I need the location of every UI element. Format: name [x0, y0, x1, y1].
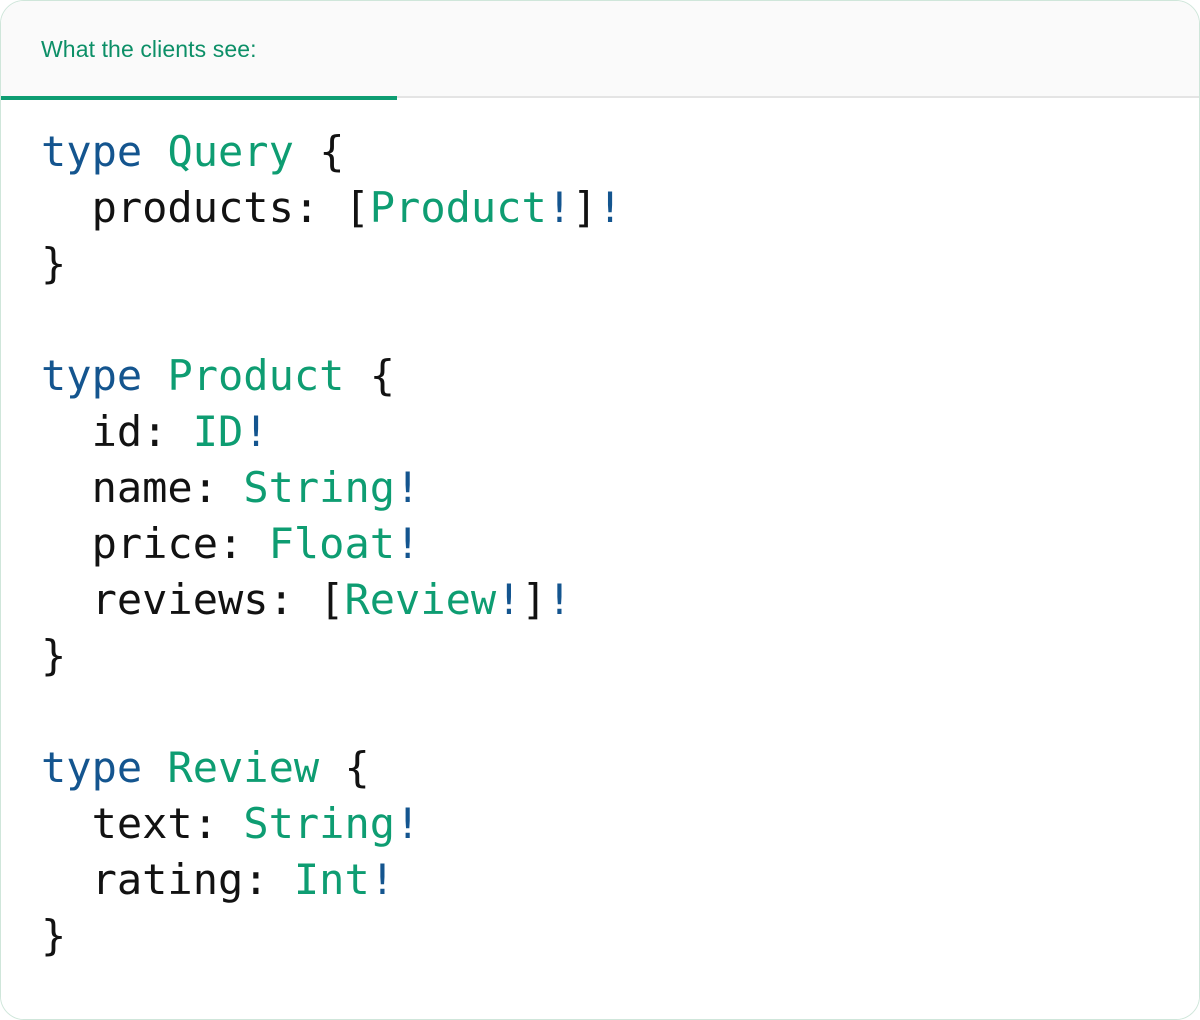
- tab-what-the-clients-see[interactable]: What the clients see:: [1, 1, 397, 98]
- code-token-keyword: type: [41, 743, 143, 792]
- code-line: }: [41, 908, 1159, 964]
- code-line: name: String!: [41, 460, 1159, 516]
- code-token-type: Product: [369, 183, 547, 232]
- code-token-type: Query: [167, 127, 294, 176]
- code-line: products: [Product!]!: [41, 180, 1159, 236]
- code-line: rating: Int!: [41, 852, 1159, 908]
- code-token-plain: [243, 519, 268, 568]
- code-token-field: id:: [41, 407, 168, 456]
- code-token-punct: }: [41, 911, 67, 960]
- code-token-bang: !: [369, 855, 396, 904]
- code-token-plain: [142, 351, 167, 400]
- code-token-plain: [269, 855, 294, 904]
- code-line: type Query {: [41, 124, 1159, 180]
- code-token-bang: !: [597, 183, 623, 232]
- code-line: id: ID!: [41, 404, 1159, 460]
- code-line: [41, 292, 1159, 348]
- card-header: What the clients see:: [1, 1, 1199, 100]
- code-token-bang: !: [395, 519, 421, 568]
- tab-label: What the clients see:: [41, 36, 257, 62]
- code-token-punct: {: [319, 127, 345, 176]
- code-line: reviews: [Review!]!: [41, 572, 1159, 628]
- code-token-plain: [167, 407, 192, 456]
- code-token-type: Product: [167, 351, 345, 400]
- code-token-type: String: [243, 799, 396, 848]
- code-token-bang: !: [546, 575, 573, 624]
- code-token-bang: !: [395, 463, 421, 512]
- code-token-field: name:: [41, 463, 219, 512]
- code-token-punct: {: [369, 351, 396, 400]
- code-token-type: Float: [268, 519, 396, 568]
- code-body: type Query { products: [Product!]!} type…: [1, 98, 1199, 1019]
- code-token-type: ID: [192, 407, 244, 456]
- code-line: price: Float!: [41, 516, 1159, 572]
- code-token-keyword: type: [41, 127, 143, 176]
- code-token-punct: [: [319, 575, 345, 624]
- code-token-punct: }: [41, 631, 67, 680]
- code-line: }: [41, 628, 1159, 684]
- code-token-plain: [142, 127, 167, 176]
- code-token-plain: [294, 575, 319, 624]
- code-token-type: Int: [293, 855, 370, 904]
- code-token-bang: !: [546, 183, 573, 232]
- code-token-plain: [319, 183, 344, 232]
- code-token-punct: ]: [572, 183, 598, 232]
- code-token-punct: {: [344, 743, 370, 792]
- code-token-field: products:: [41, 183, 320, 232]
- code-line: }: [41, 236, 1159, 292]
- code-token-field: price:: [41, 519, 244, 568]
- code-line: [41, 684, 1159, 740]
- code-token-bang: !: [395, 799, 421, 848]
- code-token-keyword: type: [41, 351, 143, 400]
- code-line: text: String!: [41, 796, 1159, 852]
- code-token-punct: }: [41, 239, 67, 288]
- code-token-plain: [344, 351, 369, 400]
- code-token-bang: !: [496, 575, 522, 624]
- code-token-punct: ]: [521, 575, 547, 624]
- code-token-field: reviews:: [41, 575, 294, 624]
- code-token-type: Review: [167, 743, 320, 792]
- code-line: type Review {: [41, 740, 1159, 796]
- tab-active-underline: [1, 96, 397, 100]
- code-token-plain: [319, 743, 344, 792]
- graphql-schema-code: type Query { products: [Product!]!} type…: [41, 124, 1159, 964]
- code-token-field: text:: [41, 799, 219, 848]
- code-token-field: rating:: [41, 855, 269, 904]
- code-token-plain: [294, 127, 319, 176]
- code-token-punct: [: [344, 183, 370, 232]
- code-line: type Product {: [41, 348, 1159, 404]
- code-token-type: String: [243, 463, 396, 512]
- code-token-plain: [142, 743, 167, 792]
- code-token-plain: [218, 463, 243, 512]
- code-token-bang: !: [243, 407, 269, 456]
- code-token-type: Review: [344, 575, 497, 624]
- code-token-plain: [218, 799, 243, 848]
